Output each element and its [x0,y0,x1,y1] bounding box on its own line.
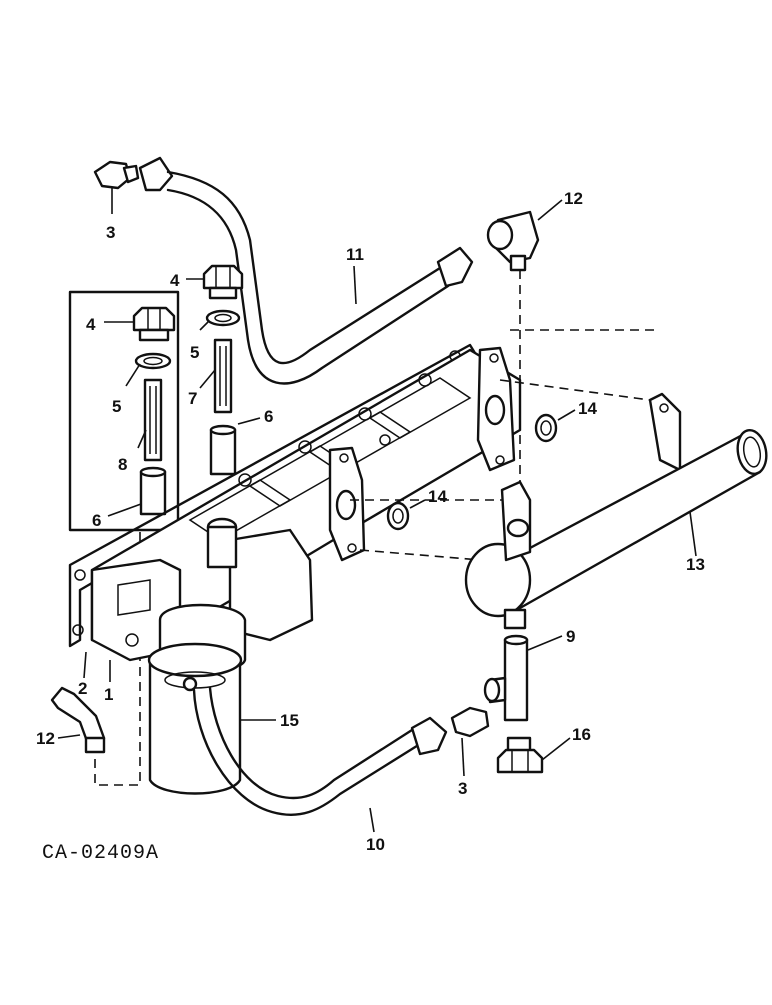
hex-plug [202,264,244,300]
upper-connector-fitting [93,160,140,190]
alignment-line-rear [499,379,651,401]
callout-12-lower: 12 [36,729,55,748]
callout-5-upper: 5 [190,343,199,362]
sleeve [209,424,237,476]
callout-5-inset: 5 [112,397,121,416]
sight-tube [213,338,233,414]
callout-7: 7 [188,389,197,408]
figure-code: CA-02409A [42,842,159,865]
callout-4-upper: 4 [170,271,180,290]
sealing-washer [205,309,241,327]
callout-6-inset: 6 [92,511,101,530]
front-flange [328,446,366,562]
callout-3-lower: 3 [458,779,467,798]
oil-cooler [464,392,768,630]
callout-13: 13 [686,555,705,574]
callout-10: 10 [366,835,385,854]
oil-filter [147,603,247,795]
callout-6-upper: 6 [264,407,273,426]
callout-15: 15 [280,711,299,730]
callout-labels: 3 4 4 5 5 7 8 6 6 11 12 14 14 13 9 16 15… [36,189,705,854]
lower-oil-tube [192,686,448,816]
drain-plug [496,736,544,774]
lower-connector-fitting [450,706,490,738]
callout-2: 2 [78,679,87,698]
callout-3-upper: 3 [106,223,115,242]
callout-9: 9 [566,627,575,646]
upper-elbow-fitting [486,210,540,272]
callout-4-inset: 4 [86,315,96,334]
o-ring-rear [534,413,558,443]
inset-sleeve [139,466,167,516]
callout-16: 16 [572,725,591,744]
upper-oil-tube [138,156,474,385]
callout-1: 1 [104,685,113,704]
o-ring-front [386,501,410,531]
rear-flange [476,346,516,472]
inset-hex-plug [132,306,176,342]
callout-8: 8 [118,455,127,474]
inset-washer [134,352,172,370]
callout-12-upper: 12 [564,189,583,208]
inset-sight-tube [143,378,163,462]
callout-leaders [57,188,697,833]
lower-elbow-fitting [50,686,106,754]
callout-11: 11 [346,245,364,264]
callout-14-rear: 14 [578,399,597,418]
tee-fitting [483,634,529,722]
callout-14-front: 14 [428,487,447,506]
